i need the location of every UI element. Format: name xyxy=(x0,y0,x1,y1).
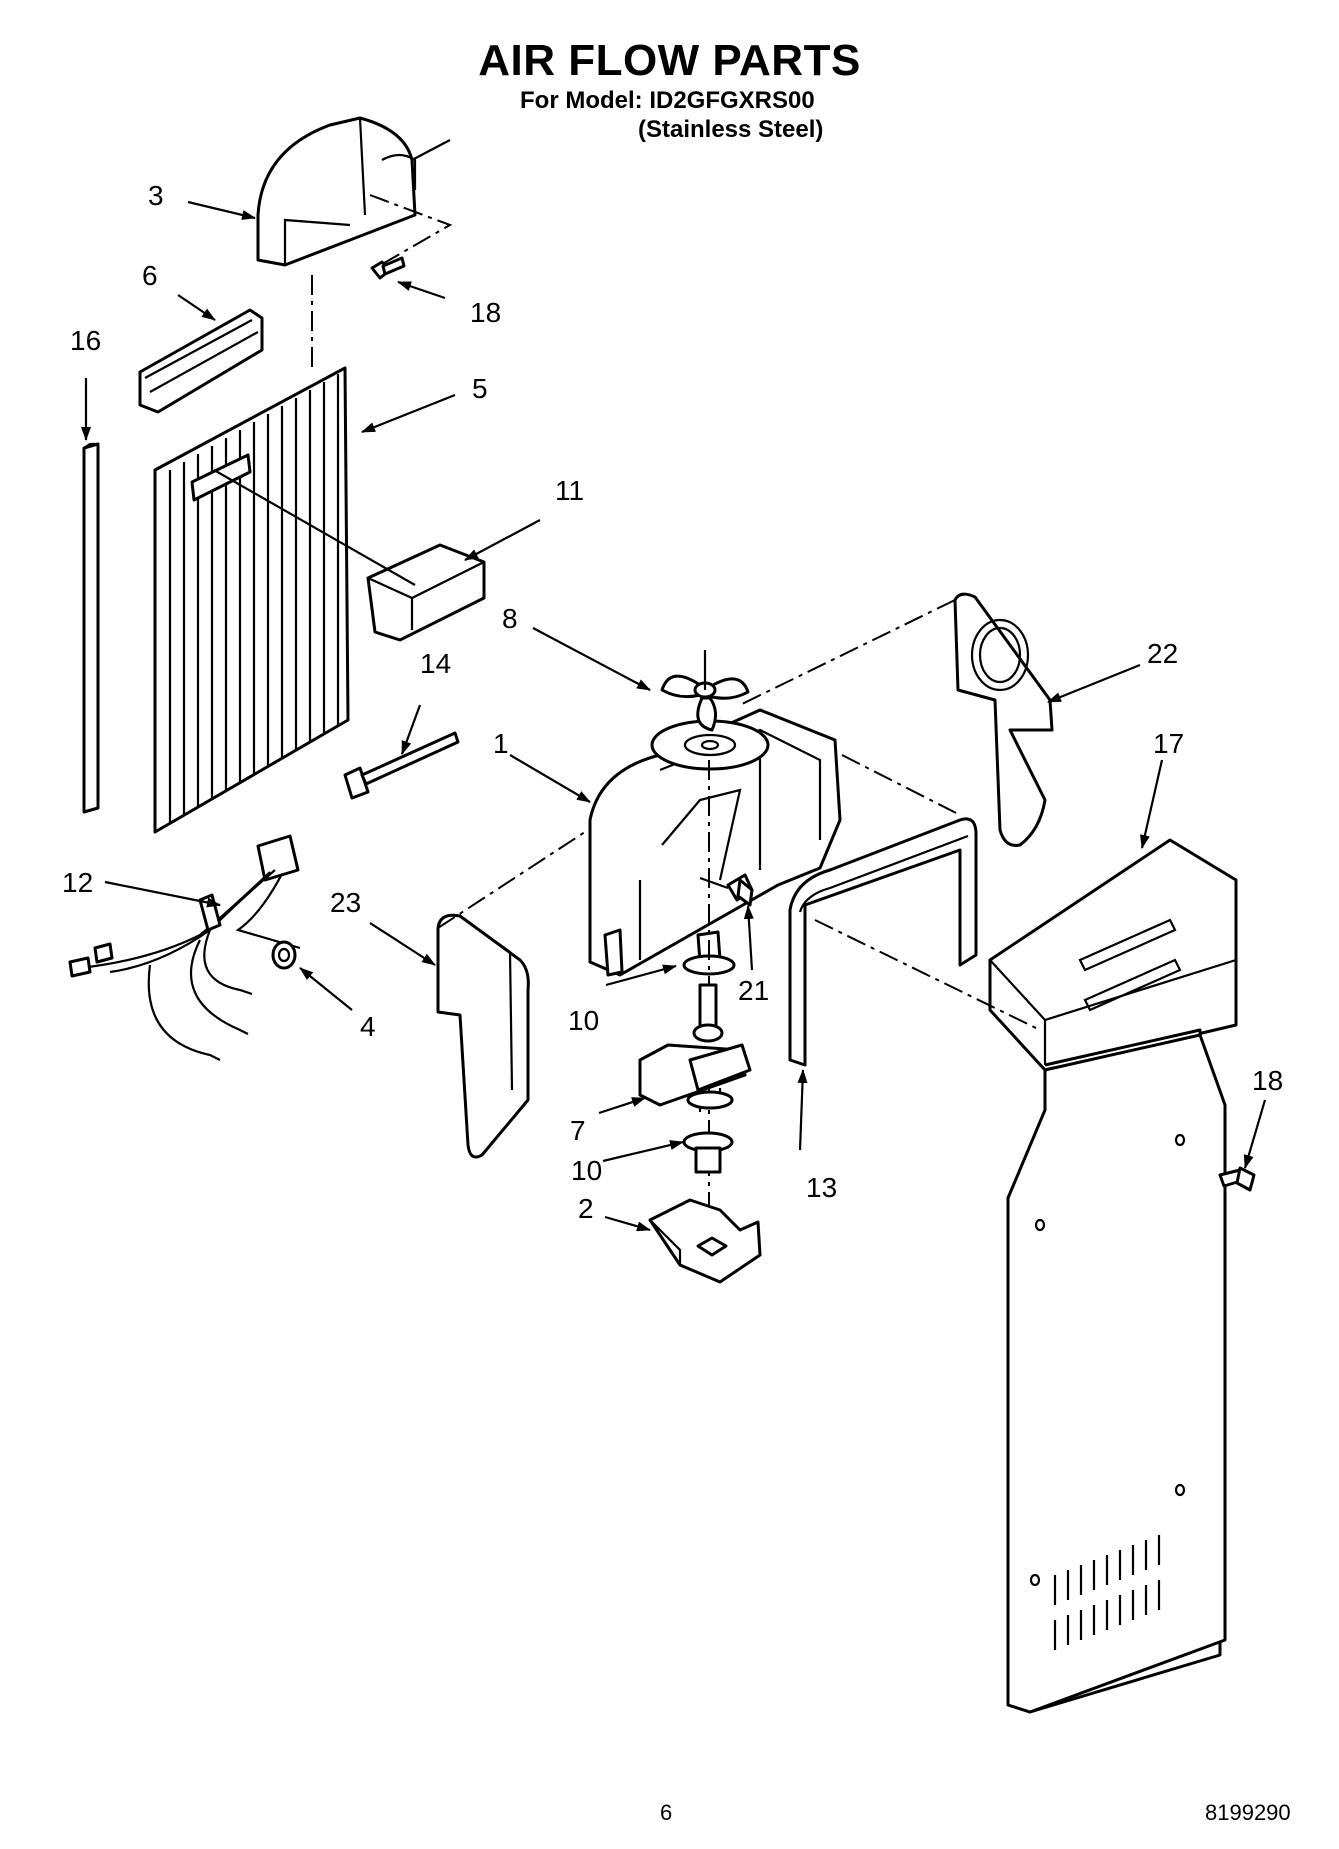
part-13-channel xyxy=(788,754,978,1067)
part-18-screw-top xyxy=(370,256,406,280)
document-number: 8199290 xyxy=(1205,1800,1291,1825)
part-6-bracket xyxy=(138,308,264,414)
part-12-wire-harness xyxy=(68,834,301,1061)
part-16-strip xyxy=(82,442,100,814)
callout-5: 5 xyxy=(472,373,488,404)
callout-8: 8 xyxy=(502,603,518,634)
callout-22: 22 xyxy=(1147,638,1178,669)
callout-2: 2 xyxy=(578,1193,594,1224)
page-number: 6 xyxy=(660,1800,673,1825)
callout-21: 21 xyxy=(738,975,769,1006)
part-17-rear-panel xyxy=(814,838,1238,1714)
page-title: AIR FLOW PARTS xyxy=(478,36,861,85)
callout-16: 16 xyxy=(70,325,101,356)
callout-18-top: 18 xyxy=(470,297,501,328)
callout-14: 14 xyxy=(420,648,451,679)
callout-17: 17 xyxy=(1153,728,1184,759)
callout-6: 6 xyxy=(142,260,158,291)
part-11-clip xyxy=(213,469,486,642)
callout-1: 1 xyxy=(493,728,509,759)
part-14-cable-tie xyxy=(343,731,460,800)
part-8-fan-blade xyxy=(660,650,750,732)
part-23-panel xyxy=(436,829,589,1159)
callout-labels: 3 18 6 16 5 11 8 14 1 22 17 12 23 4 10 2… xyxy=(62,180,1283,1224)
callout-3: 3 xyxy=(148,180,164,211)
model-line: For Model: ID2GFGXRS00 xyxy=(520,87,815,114)
callout-4: 4 xyxy=(360,1011,376,1042)
part-3-duct xyxy=(256,116,453,271)
part-22-side-panel xyxy=(739,592,1054,847)
part-5-evaporator-cover xyxy=(153,275,350,834)
model-info: For Model: ID2GFGXRS00 (Stainless Steel) xyxy=(520,86,823,144)
part-18-screw-right xyxy=(1218,1166,1256,1192)
callout-13: 13 xyxy=(806,1172,837,1203)
callout-23: 23 xyxy=(330,887,361,918)
part-2-motor-bracket xyxy=(648,1198,762,1284)
finish-line: (Stainless Steel) xyxy=(638,116,824,143)
part-1-fan-shroud xyxy=(588,708,842,977)
callout-18-right: 18 xyxy=(1252,1065,1283,1096)
callout-7: 7 xyxy=(570,1115,586,1146)
callout-10-lower: 10 xyxy=(571,1155,602,1186)
part-21-screw xyxy=(699,873,754,907)
part-10-isolator-lower xyxy=(682,1131,734,1174)
callout-10-upper: 10 xyxy=(568,1005,599,1036)
part-4-grommet xyxy=(271,940,297,970)
callout-12: 12 xyxy=(62,867,93,898)
callout-11: 11 xyxy=(555,475,584,506)
leader-arrows xyxy=(81,200,1267,1232)
part-7-fan-motor xyxy=(638,983,752,1112)
